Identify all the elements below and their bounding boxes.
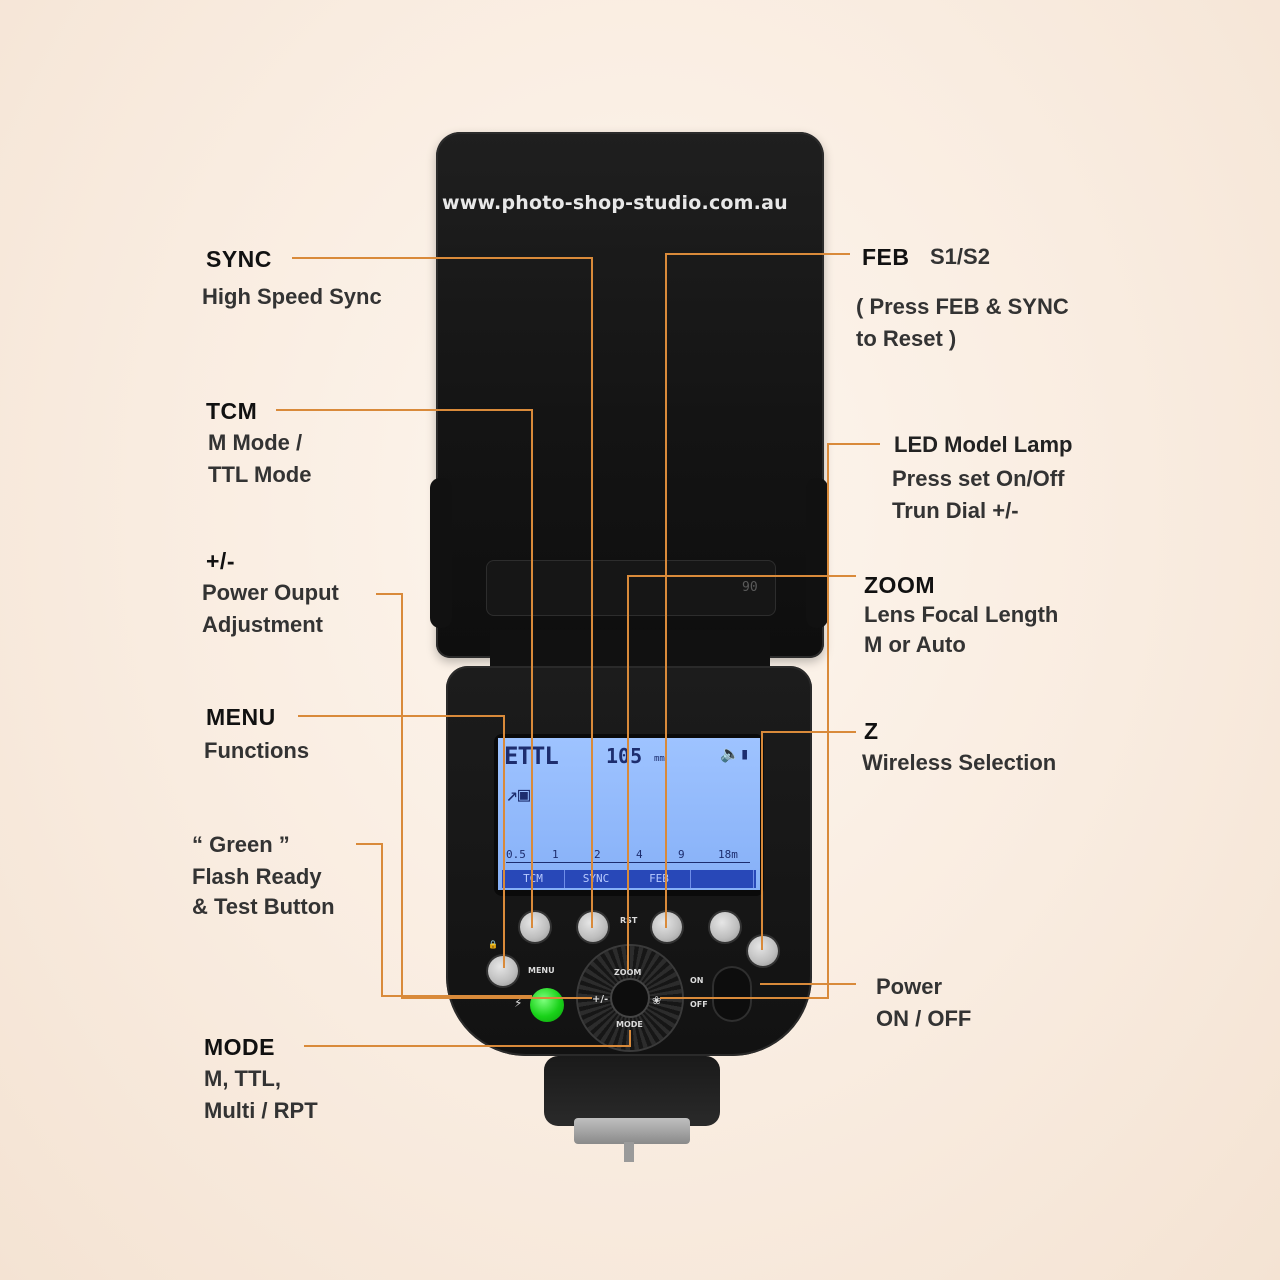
z-title: Z — [864, 718, 879, 744]
lcd-scale-tick: 9 — [678, 848, 685, 861]
sync-title: SYNC — [206, 246, 272, 272]
mode-leader-line — [304, 1030, 631, 1047]
hot-shoe-foot — [544, 1056, 720, 1126]
led-desc-1: Press set On/Off — [892, 466, 1065, 491]
feb-desc-2: to Reset ) — [856, 326, 957, 351]
lcd-wireless-icon: ↗▣ — [506, 782, 531, 806]
lcd-scale-tick: 1 — [552, 848, 559, 861]
menu-title: MENU — [206, 704, 276, 730]
flash-ready-test-button[interactable] — [530, 988, 564, 1022]
tcm-desc-2: TTL Mode — [208, 462, 312, 487]
lock-icon: 🔒 — [488, 940, 498, 949]
lcd-soft-label-empty — [691, 870, 754, 888]
led-desc-2: Trun Dial +/- — [892, 498, 1019, 523]
lcd-scale-tick: 0.5 — [506, 848, 526, 861]
dial-zoom-label: ZOOM — [614, 968, 642, 977]
zoom-leader-line — [627, 575, 856, 970]
feb-leader-line — [665, 253, 850, 928]
sync-leader-line — [292, 257, 593, 928]
flash-head-hinge — [486, 560, 776, 616]
led-leader-line — [660, 443, 880, 999]
flash-icon: ⚡ — [514, 996, 523, 1010]
lcd-soft-label-feb: FEB — [628, 870, 691, 888]
flash-head-side-left — [430, 478, 452, 628]
lcd-scale-tick: 2 — [594, 848, 601, 861]
lcd-scale-tick: 4 — [636, 848, 643, 861]
dial-plus-minus-label: +/- — [592, 994, 609, 1005]
power-output-title: +/- — [206, 548, 235, 574]
power-switch[interactable] — [712, 966, 752, 1022]
menu-label: MENU — [528, 966, 555, 975]
tcm-desc-1: M Mode / — [208, 430, 303, 455]
hot-shoe-plate — [574, 1118, 690, 1144]
lcd-zoom: 105 — [606, 744, 643, 768]
feb-desc-1: ( Press FEB & SYNC — [856, 294, 1069, 319]
dial-mode-label: MODE — [616, 1020, 643, 1029]
led-lamp-icon: ❀ — [652, 994, 662, 1007]
menu-desc: Functions — [204, 738, 310, 763]
power-output-leader-line — [376, 593, 592, 999]
zoom-desc-2: M or Auto — [864, 632, 966, 657]
tcm-leader-line — [276, 409, 533, 928]
zoom-title: ZOOM — [864, 572, 935, 598]
feb-title: FEB — [862, 244, 910, 270]
menu-leader-line — [298, 715, 505, 968]
hinge-angle-mark: 90 — [742, 580, 758, 595]
tcm-title: TCM — [206, 398, 258, 424]
flash-head-side-right — [806, 478, 828, 628]
soft-button-4[interactable] — [710, 912, 740, 942]
power-off-label: OFF — [690, 1000, 708, 1009]
z-desc: Wireless Selection — [862, 750, 1057, 775]
power-output-desc-2: Adjustment — [202, 612, 323, 637]
sync-desc: High Speed Sync — [202, 284, 382, 309]
power-on-label: ON — [690, 976, 704, 985]
led-title: LED Model Lamp — [894, 432, 1073, 457]
feb-sub: S1/S2 — [930, 244, 990, 269]
hot-shoe-pin — [624, 1142, 634, 1162]
dial-center-set-button[interactable] — [612, 980, 648, 1016]
green-desc-2: Flash Ready — [192, 864, 322, 889]
green-leader-line — [356, 843, 532, 997]
power-output-desc-1: Power Ouput — [202, 580, 339, 605]
power-desc: ON / OFF — [876, 1006, 972, 1031]
mode-desc-2: Multi / RPT — [204, 1098, 318, 1123]
lcd-scale-tick: 18m — [718, 848, 738, 861]
z-leader-line — [761, 731, 856, 950]
zoom-desc-1: Lens Focal Length — [864, 602, 1059, 627]
mode-title: MODE — [204, 1034, 275, 1060]
green-desc-1: “ Green ” — [192, 832, 290, 857]
green-desc-3: & Test Button — [192, 894, 335, 919]
lcd-sound-battery-icon: 🔈▮ — [720, 744, 750, 763]
mode-desc-1: M, TTL, — [204, 1066, 281, 1091]
power-title: Power — [876, 974, 943, 999]
lcd-zoom-unit: mm — [654, 754, 665, 764]
tcm-button[interactable] — [520, 912, 550, 942]
watermark: www.photo-shop-studio.com.au — [442, 192, 788, 214]
